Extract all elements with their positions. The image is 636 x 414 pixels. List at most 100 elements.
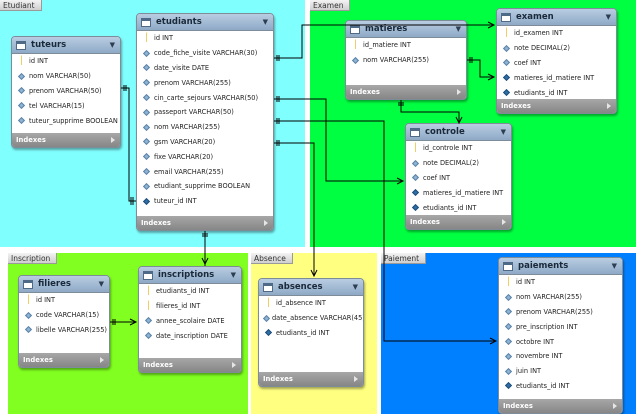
column-row[interactable]: etudiants_id INT bbox=[497, 85, 616, 100]
expand-arrow-icon[interactable] bbox=[111, 137, 115, 143]
column-row[interactable]: tuteur_supprime BOOLEAN bbox=[12, 113, 120, 128]
collapse-caret-icon[interactable]: ▼ bbox=[98, 280, 104, 288]
column-row[interactable]: │id INT bbox=[137, 31, 273, 46]
column-row[interactable]: nom VARCHAR(255) bbox=[137, 120, 273, 135]
column-label: nom VARCHAR(255) bbox=[363, 56, 429, 65]
column-row[interactable]: nom VARCHAR(255) bbox=[346, 53, 466, 68]
table-header[interactable]: examen▼ bbox=[497, 9, 616, 26]
column-row[interactable]: matieres_id_matiere INT bbox=[406, 185, 511, 200]
column-row[interactable]: etudiants_id INT bbox=[406, 200, 511, 215]
collapse-caret-icon[interactable]: ▼ bbox=[500, 128, 506, 136]
indexes-footer[interactable]: Indexes bbox=[406, 215, 511, 229]
column-row[interactable]: │id INT bbox=[499, 275, 622, 290]
collapse-caret-icon[interactable]: ▼ bbox=[455, 25, 461, 33]
expand-arrow-icon[interactable] bbox=[607, 103, 611, 109]
column-row[interactable]: novembre INT bbox=[499, 349, 622, 364]
expand-arrow-icon[interactable] bbox=[100, 357, 104, 363]
collapse-caret-icon[interactable]: ▼ bbox=[109, 41, 115, 49]
column-row[interactable]: prenom VARCHAR(255) bbox=[499, 305, 622, 320]
expand-arrow-icon[interactable] bbox=[264, 220, 268, 226]
collapse-caret-icon[interactable]: ▼ bbox=[605, 13, 611, 21]
column-row[interactable]: │id_absence INT bbox=[259, 296, 363, 311]
column-label: tuteur_supprime BOOLEAN bbox=[29, 116, 118, 125]
column-row[interactable]: passeport VARCHAR(50) bbox=[137, 105, 273, 120]
table-header[interactable]: paiements▼ bbox=[499, 258, 622, 275]
collapse-caret-icon[interactable]: ▼ bbox=[230, 271, 236, 279]
column-row[interactable]: etudiants_id INT bbox=[499, 379, 622, 394]
expand-arrow-icon[interactable] bbox=[613, 403, 617, 409]
column-row[interactable]: matieres_id_matiere INT bbox=[497, 70, 616, 85]
column-row[interactable]: │etudiants_id INT bbox=[139, 284, 241, 299]
column-label: nom VARCHAR(255) bbox=[154, 123, 220, 132]
indexes-footer[interactable]: Indexes bbox=[137, 216, 273, 230]
column-row[interactable]: code VARCHAR(15) bbox=[19, 308, 109, 323]
column-row[interactable]: date_inscription DATE bbox=[139, 328, 241, 343]
expand-arrow-icon[interactable] bbox=[354, 376, 358, 382]
indexes-footer[interactable]: Indexes bbox=[19, 353, 109, 367]
column-row[interactable]: date_visite DATE bbox=[137, 61, 273, 76]
column-row[interactable]: note DECIMAL(2) bbox=[497, 41, 616, 56]
column-row[interactable]: gsm VARCHAR(20) bbox=[137, 135, 273, 150]
table-icon bbox=[263, 282, 273, 292]
column-label: prenom VARCHAR(255) bbox=[154, 78, 231, 87]
column-row[interactable]: date_absence VARCHAR(45) bbox=[259, 311, 363, 326]
indexes-footer[interactable]: Indexes bbox=[346, 85, 466, 99]
column-row[interactable]: prenom VARCHAR(255) bbox=[137, 75, 273, 90]
indexes-footer[interactable]: Indexes bbox=[259, 372, 363, 386]
column-row[interactable]: note DECIMAL(2) bbox=[406, 156, 511, 171]
table-header[interactable]: tuteurs▼ bbox=[12, 37, 120, 54]
column-row[interactable]: libelle VARCHAR(255) bbox=[19, 323, 109, 338]
link-marker bbox=[129, 318, 138, 326]
column-row[interactable]: fixe VARCHAR(20) bbox=[137, 149, 273, 164]
table-header[interactable]: controle▼ bbox=[406, 124, 511, 141]
table-header[interactable]: absences▼ bbox=[259, 279, 363, 296]
column-row[interactable]: pre_inscription INT bbox=[499, 319, 622, 334]
indexes-footer[interactable]: Indexes bbox=[12, 133, 120, 147]
column-row[interactable]: │id INT bbox=[19, 293, 109, 308]
column-row[interactable]: coef INT bbox=[406, 171, 511, 186]
column-row[interactable]: cin_carte_sejours VARCHAR(50) bbox=[137, 90, 273, 105]
indexes-label: Indexes bbox=[23, 356, 53, 364]
table-header[interactable]: inscriptions▼ bbox=[139, 267, 241, 284]
column-row[interactable]: etudiant_supprime BOOLEAN bbox=[137, 179, 273, 194]
table-inscriptions[interactable]: inscriptions▼│etudiants_id INT│filieres_… bbox=[138, 266, 242, 373]
column-row[interactable]: │id_controle INT bbox=[406, 141, 511, 156]
collapse-caret-icon[interactable]: ▼ bbox=[611, 262, 617, 270]
column-row[interactable]: │filieres_id INT bbox=[139, 299, 241, 314]
link-marker bbox=[487, 73, 496, 81]
column-row[interactable]: │id INT bbox=[12, 54, 120, 69]
column-row[interactable]: tuteur_id INT bbox=[137, 194, 273, 209]
collapse-caret-icon[interactable]: ▼ bbox=[262, 18, 268, 26]
column-label: id_controle INT bbox=[423, 144, 473, 153]
column-row[interactable]: prenom VARCHAR(50) bbox=[12, 84, 120, 99]
expand-arrow-icon[interactable] bbox=[232, 362, 236, 368]
column-row[interactable]: nom VARCHAR(255) bbox=[499, 290, 622, 305]
column-row[interactable]: email VARCHAR(255) bbox=[137, 164, 273, 179]
expand-arrow-icon[interactable] bbox=[502, 219, 506, 225]
column-row[interactable]: coef INT bbox=[497, 56, 616, 71]
column-row[interactable]: tel VARCHAR(15) bbox=[12, 98, 120, 113]
table-header[interactable]: etudiants▼ bbox=[137, 14, 273, 31]
column-row[interactable]: │id_examen INT bbox=[497, 26, 616, 41]
column-row[interactable]: juin INT bbox=[499, 364, 622, 379]
column-row[interactable]: annee_scolaire DATE bbox=[139, 314, 241, 329]
column-row[interactable]: etudiants_id INT bbox=[259, 326, 363, 341]
column-row[interactable]: code_fiche_visite VARCHAR(30) bbox=[137, 46, 273, 61]
indexes-footer[interactable]: Indexes bbox=[497, 99, 616, 113]
collapse-caret-icon[interactable]: ▼ bbox=[352, 283, 358, 291]
indexes-footer[interactable]: Indexes bbox=[499, 399, 622, 413]
column-row[interactable]: │id_matiere INT bbox=[346, 38, 466, 53]
table-header[interactable]: filieres▼ bbox=[19, 276, 109, 293]
column-row[interactable]: nom VARCHAR(50) bbox=[12, 69, 120, 84]
indexes-footer[interactable]: Indexes bbox=[139, 358, 241, 372]
expand-arrow-icon[interactable] bbox=[457, 89, 461, 95]
column-row[interactable]: octobre INT bbox=[499, 334, 622, 349]
link-marker bbox=[202, 233, 208, 237]
